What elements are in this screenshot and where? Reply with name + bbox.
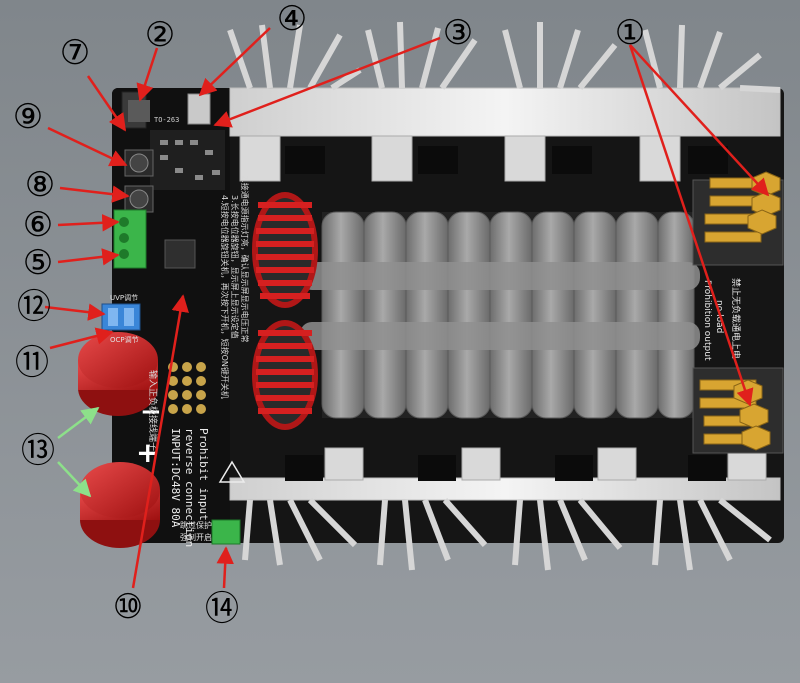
callout-13: ⑬ bbox=[21, 431, 55, 471]
ocp-label: OCP调节 bbox=[110, 335, 139, 344]
callout-2: ② bbox=[145, 15, 175, 55]
callout-5: ⑤ bbox=[23, 243, 53, 283]
silk-reverse: reverse connection bbox=[183, 428, 196, 547]
force-on-label: 强制开启 bbox=[180, 532, 212, 542]
callout-8: ⑧ bbox=[25, 165, 55, 205]
callout-lines-green bbox=[57, 406, 100, 498]
callout-labels: ① ② ③ ④ ⑤ ⑥ ⑦ ⑧ ⑨ ⑩ ⑪ ⑫ ⑬ ⑭ bbox=[13, 0, 645, 629]
inductor-bottom bbox=[252, 320, 318, 430]
input-terminal-positive bbox=[80, 462, 160, 548]
callout-1: ① bbox=[615, 13, 645, 53]
no-load-cn-label: 禁止无负载通电上电 bbox=[730, 278, 742, 359]
callout-11: ⑪ bbox=[15, 343, 49, 383]
warning-triangle-icon bbox=[218, 460, 246, 483]
callout-12: ⑫ bbox=[17, 287, 51, 327]
callout-4: ④ bbox=[277, 0, 307, 39]
input-terminal-negative bbox=[78, 332, 158, 416]
uvp-label: UVP调节 bbox=[110, 293, 138, 302]
inductor-top bbox=[252, 192, 318, 308]
callout-14: ⑭ bbox=[205, 589, 239, 629]
output-terminals-bottom bbox=[692, 367, 784, 454]
note-line-3: 3.长按电位器旋钮，显示屏上显示设定值 bbox=[230, 195, 240, 339]
callout-3: ③ bbox=[443, 13, 473, 53]
callout-7: ⑦ bbox=[60, 33, 90, 73]
callout-9: ⑨ bbox=[13, 97, 43, 137]
callout-lines bbox=[44, 27, 770, 589]
capacitor-bank bbox=[300, 211, 700, 419]
note-line-4: 4.短按电位器旋钮关机，再次按下开机，短按ON键开关机 bbox=[220, 195, 230, 399]
control-area bbox=[101, 91, 241, 545]
chip-label: TO-263 bbox=[154, 116, 179, 124]
bottom-heatsink bbox=[229, 447, 781, 571]
bypass-protection-label: 跳过保护 bbox=[180, 520, 212, 530]
note-line-2: 2.接通电源指示灯亮，确认显示屏显示电压正常 bbox=[240, 175, 250, 343]
input-terminal-label: 输入正负极接线端子 bbox=[147, 370, 159, 451]
no-load-label: no load bbox=[714, 300, 724, 333]
callout-10: ⑩ bbox=[113, 587, 143, 627]
silk-input: INPUT:DC48V 80A bbox=[169, 428, 182, 528]
silk-prohibit: Prohibit input bbox=[197, 428, 210, 521]
minus-sign: − bbox=[140, 397, 162, 427]
output-terminals-top bbox=[692, 171, 784, 266]
prohibition-output-label: Prohibition output bbox=[702, 280, 712, 361]
callout-6: ⑥ bbox=[23, 205, 53, 245]
